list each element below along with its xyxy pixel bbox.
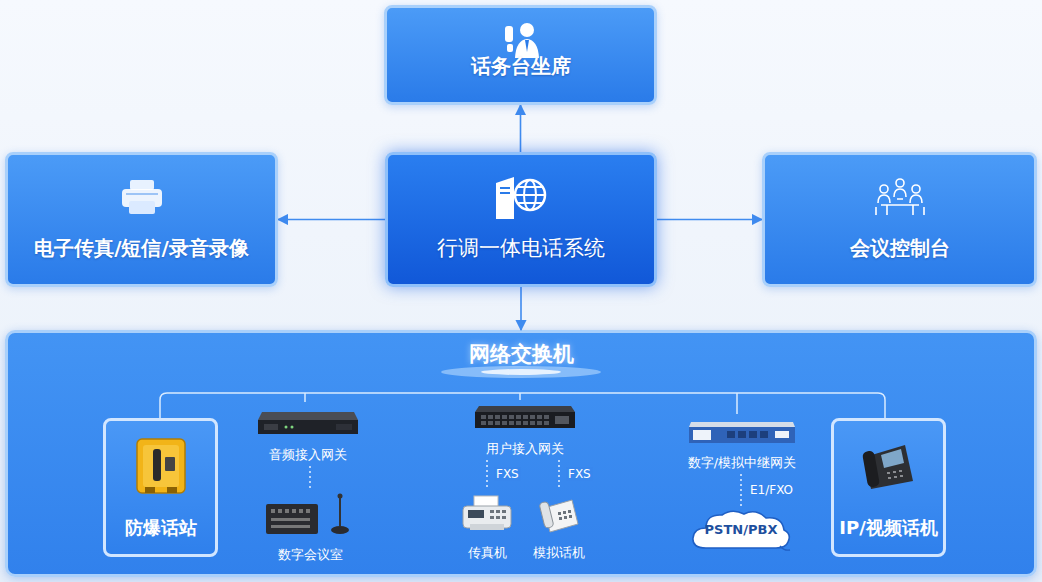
- device-icon: [106, 435, 215, 497]
- console-box: 会议控制台: [762, 152, 1037, 287]
- gateway-device: 音频接入网关: [243, 402, 373, 466]
- device-icon: [243, 406, 373, 438]
- edge-label: FXS: [494, 467, 521, 481]
- node-label: 数字会议室: [278, 546, 343, 564]
- connector: [520, 105, 522, 152]
- device-icon: [455, 402, 595, 432]
- node-label: 音频接入网关: [269, 446, 347, 464]
- node-label: 传真机: [468, 544, 507, 562]
- device-box: IP/视频话机: [831, 418, 946, 557]
- connector: [657, 219, 762, 221]
- gateway-device: 数字/模拟中继网关: [667, 414, 817, 474]
- device: 数字会议室: [255, 490, 365, 566]
- device-icon: [667, 418, 817, 448]
- node-label: PSTN/PBX: [705, 522, 778, 537]
- bus-drop: [305, 393, 737, 414]
- glow: [441, 366, 601, 378]
- service-box: 电子传真/短信/录音录像: [5, 152, 278, 287]
- connector: [278, 219, 385, 221]
- device: 模拟话机: [521, 488, 597, 564]
- edge-label: FXS: [566, 467, 593, 481]
- connector: [309, 466, 311, 490]
- node-label: 防爆话站: [125, 516, 197, 540]
- connector: [486, 460, 488, 488]
- device-icon: [453, 494, 521, 534]
- node-label: 话务台坐席: [471, 53, 571, 80]
- node-label: 网络交换机: [469, 340, 574, 368]
- node-label: 数字/模拟中继网关: [688, 454, 796, 472]
- node-label: 行调一体电话系统: [437, 234, 605, 262]
- node-label: IP/视频话机: [839, 516, 937, 540]
- connector: [520, 287, 522, 330]
- device: 传真机: [453, 488, 521, 564]
- gateway-device: 用户接入网关: [455, 400, 595, 460]
- core-system-box: 行调一体电话系统: [385, 152, 657, 287]
- node-label: 用户接入网关: [486, 440, 564, 458]
- connector: [558, 460, 560, 488]
- network-cloud: PSTN/PBX: [688, 506, 794, 552]
- connector: [740, 474, 742, 506]
- device-box: 防爆话站: [103, 418, 218, 557]
- glow: [481, 369, 561, 375]
- device-icon: [765, 177, 1034, 217]
- device-icon: [8, 177, 275, 217]
- node-label: 会议控制台: [850, 235, 950, 262]
- switch-panel: 网络交换机防爆话站 音频接入网关数字会议室 用户接入网关传真机 模拟话机 数字/模拟中继…: [5, 330, 1037, 577]
- device-icon: [834, 437, 943, 493]
- node-label: 电子传真/短信/录音录像: [34, 235, 249, 262]
- device-icon: [255, 492, 365, 538]
- edge-label: E1/FXO: [748, 483, 795, 497]
- device-icon: [388, 173, 654, 223]
- agent-box: 话务台坐席: [384, 5, 657, 105]
- device-icon: [521, 494, 597, 534]
- node-label: 模拟话机: [533, 544, 585, 562]
